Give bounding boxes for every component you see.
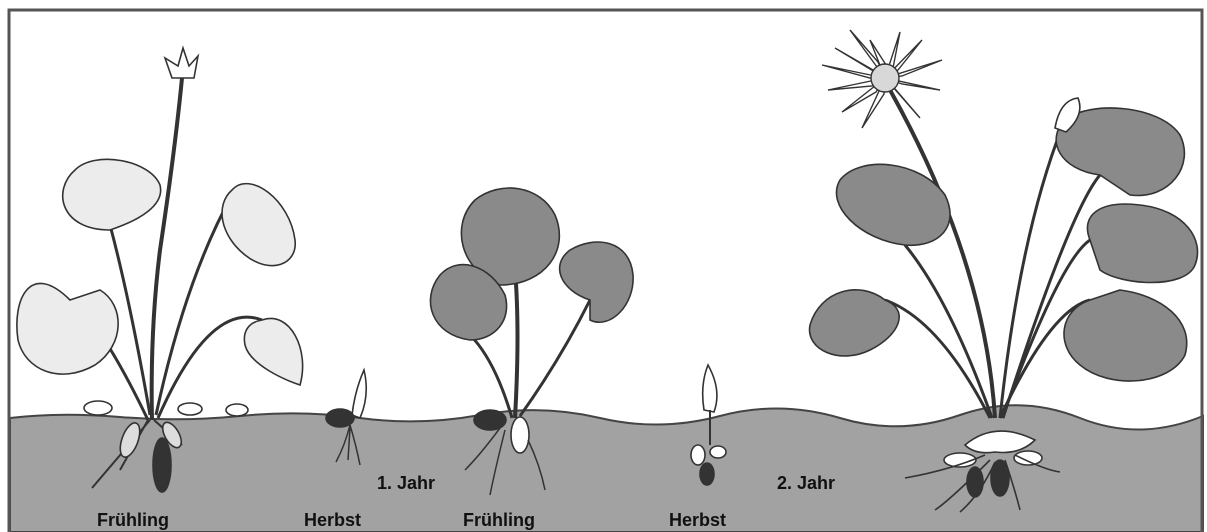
soil: [10, 405, 1203, 532]
tuber: [691, 445, 705, 465]
tuber: [511, 417, 529, 453]
year-label-first: 1. Jahr: [377, 473, 435, 494]
stage-label-spring: Frühling: [463, 510, 535, 531]
stage-label-autumn: Herbst: [304, 510, 361, 531]
tuber: [474, 410, 506, 430]
year-label-second: 2. Jahr: [777, 473, 835, 494]
tuber: [710, 446, 726, 458]
tuber: [967, 467, 983, 497]
tuber: [1014, 451, 1042, 465]
tuber: [700, 463, 714, 485]
pebble: [178, 403, 202, 415]
pebble: [84, 401, 112, 415]
pebble: [226, 404, 248, 416]
tuber: [326, 409, 354, 427]
stage-label-spring: Frühling: [97, 510, 169, 531]
stage-label-autumn: Herbst: [669, 510, 726, 531]
tuber: [153, 438, 171, 492]
flower-center: [871, 64, 899, 92]
